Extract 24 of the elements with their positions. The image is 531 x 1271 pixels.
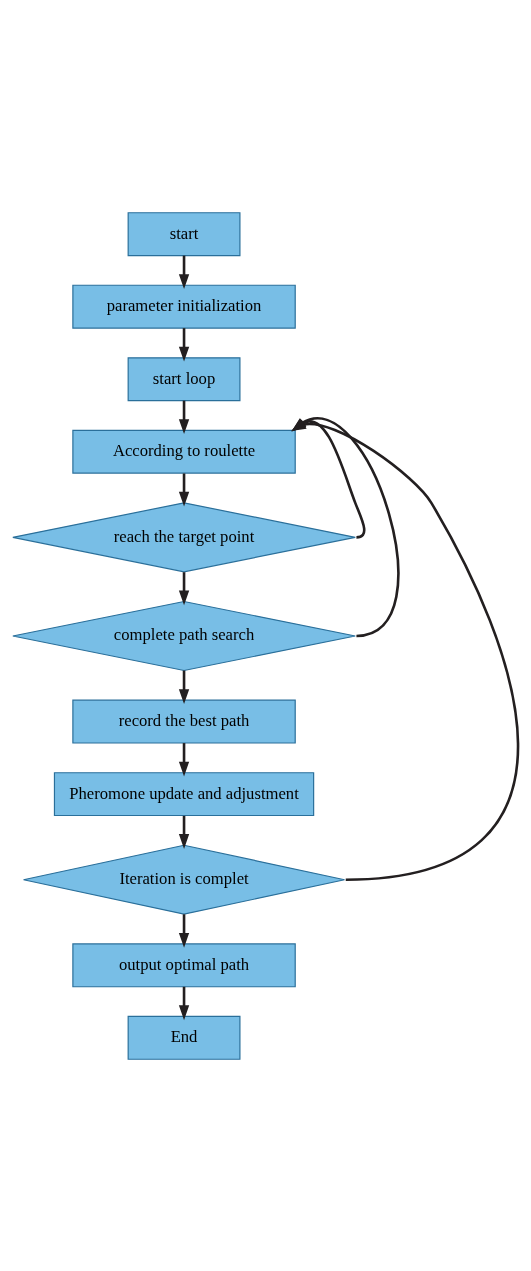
arrow (178, 986, 190, 1020)
arrow (178, 255, 190, 289)
node-box: output optimal path (72, 942, 296, 987)
node-box: Pheromone update and adjustment (53, 771, 315, 816)
node-diamond: complete path search (12, 600, 356, 671)
arrow (178, 473, 190, 506)
arrow (178, 571, 190, 605)
node-diamond: reach the target point (12, 501, 356, 572)
arrow (178, 815, 190, 849)
arrow (178, 670, 190, 704)
node-box: parameter initialization (72, 284, 296, 329)
arrow (178, 327, 190, 361)
node-box: record the best path (72, 699, 296, 744)
node-box: End (127, 1015, 241, 1060)
arrow (178, 400, 190, 434)
node-box: start loop (127, 356, 241, 401)
node-box: start (127, 211, 241, 256)
arrow (291, 416, 400, 637)
node-box: According to roulette (72, 429, 296, 474)
arrow (178, 913, 190, 948)
arrow (178, 742, 190, 776)
arrow (291, 417, 366, 539)
arrow (291, 419, 520, 881)
node-diamond: Iteration is complet (22, 844, 346, 915)
